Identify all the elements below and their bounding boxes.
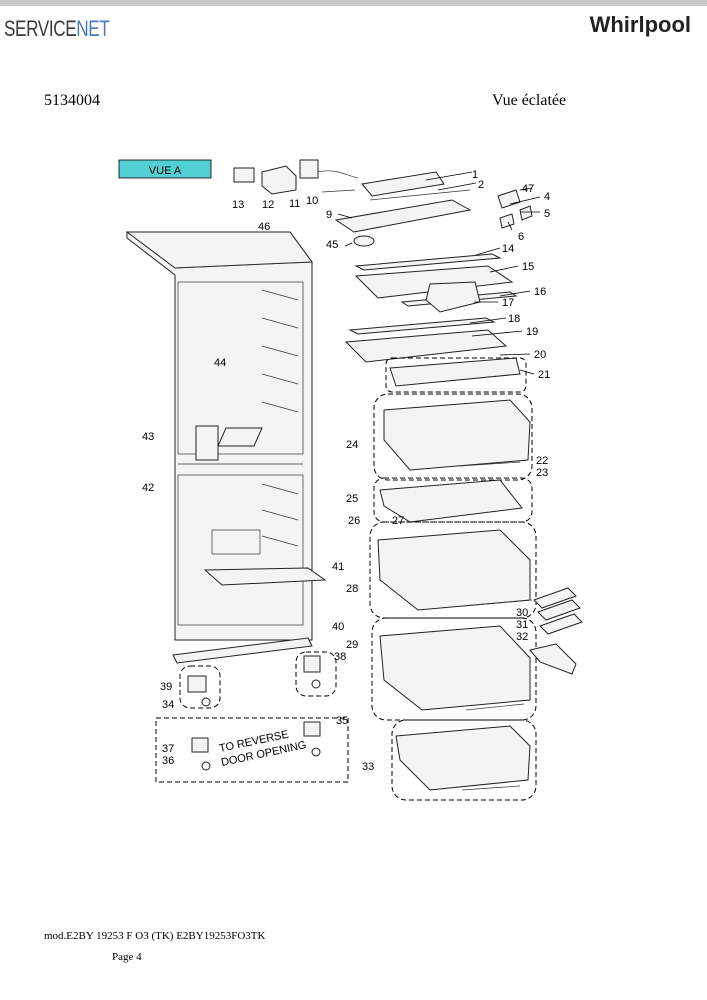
callout-18: 18	[508, 313, 520, 325]
callout-14: 14	[502, 243, 514, 255]
hinges: TO REVERSE DOOR OPENING	[155, 651, 349, 783]
callout-4: 4	[544, 191, 550, 203]
whirlpool-logo: Whirlpool	[589, 12, 691, 37]
servicenet-logo-text-a: SERVICE	[4, 16, 77, 41]
callout-21: 21	[538, 369, 550, 381]
callout-45: 45	[326, 239, 338, 251]
callout-5: 5	[544, 208, 550, 220]
callout-42: 42	[142, 482, 154, 494]
callout-43: 43	[142, 431, 154, 443]
callout-29: 29	[346, 639, 358, 651]
drawers	[369, 393, 537, 801]
fridge-cabinet	[125, 231, 327, 664]
leader-lines	[337, 171, 541, 375]
callout-6: 6	[518, 231, 524, 243]
callout-31: 31	[516, 619, 528, 631]
callout-46: 46	[258, 221, 270, 233]
top-bar	[0, 0, 707, 6]
callout-37: 37	[162, 743, 174, 755]
top-components	[233, 159, 533, 247]
doc-title: Vue éclatée	[492, 92, 567, 109]
callout-30: 30	[516, 607, 528, 619]
callout-47: 47	[522, 183, 534, 195]
door-shelves	[529, 587, 583, 675]
callout-38: 38	[334, 651, 346, 663]
callout-34: 34	[162, 699, 174, 711]
servicenet-logo: SERVICENET	[4, 16, 110, 42]
callout-23a: 23	[536, 467, 548, 479]
callout-44: 44	[214, 357, 226, 369]
page-number: Page 4	[112, 951, 142, 963]
view-a-label: VUE A	[149, 165, 182, 177]
callout-39: 39	[160, 681, 172, 693]
callout-labels: 1 2 4 5 6 9 10 11 12 13 14 15 16 17 18 1…	[142, 169, 550, 773]
callout-1: 1	[472, 169, 478, 181]
callout-22a: 22	[536, 455, 548, 467]
callout-35: 35	[336, 715, 348, 727]
callout-40: 40	[332, 621, 344, 633]
callout-26: 26	[348, 515, 360, 527]
callout-9: 9	[326, 209, 332, 221]
callout-13: 13	[232, 199, 244, 211]
callout-10: 10	[306, 195, 318, 207]
servicenet-logo-text-b: NET	[76, 16, 110, 41]
callout-33: 33	[362, 761, 374, 773]
callout-24: 24	[346, 439, 358, 451]
callout-15: 15	[522, 261, 534, 273]
callout-27: 27	[392, 515, 404, 527]
glass-shelves	[344, 253, 527, 393]
callout-25: 25	[346, 493, 358, 505]
callout-41: 41	[332, 561, 344, 573]
view-a-box	[118, 159, 212, 179]
callout-19: 19	[526, 326, 538, 338]
doc-number: 5134004	[44, 92, 100, 109]
callout-32: 32	[516, 631, 528, 643]
model-reference: mod.E2BY 19253 F O3 (TK) E2BY19253FO3TK	[44, 930, 266, 942]
callout-16: 16	[534, 286, 546, 298]
callout-17: 17	[502, 297, 514, 309]
callout-2: 2	[478, 179, 484, 191]
callout-28: 28	[346, 583, 358, 595]
callout-36: 36	[162, 755, 174, 767]
callout-12: 12	[262, 199, 274, 211]
callout-11: 11	[289, 198, 300, 210]
callout-20: 20	[534, 349, 546, 361]
